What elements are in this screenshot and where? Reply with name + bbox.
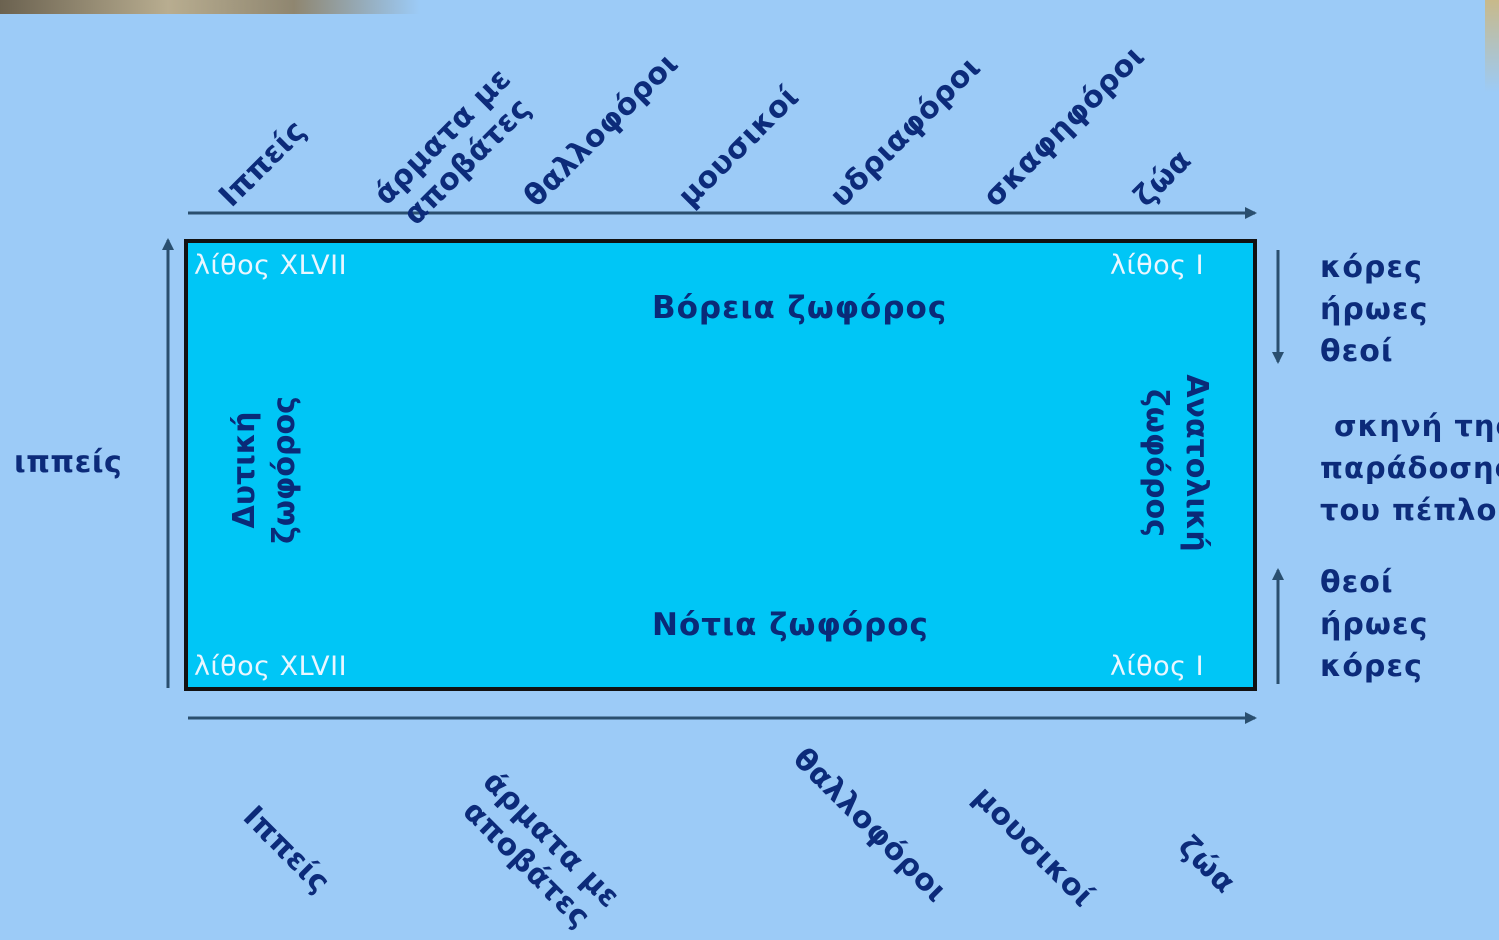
east-lower-item: κόρες [1320, 646, 1428, 688]
east-lower-item: ήρωες [1320, 604, 1428, 646]
east-center-text: σκηνή της παράδοσης του πέπλου [1320, 405, 1499, 531]
west-frieze-title-line: Δυτική [225, 396, 265, 544]
east-center-line: σκηνή της [1320, 405, 1499, 447]
east-center-line: παράδοσης [1320, 447, 1499, 489]
east-lower-item: θεοί [1320, 562, 1428, 604]
west-frieze-title: Δυτική ζωφόρος [225, 396, 305, 544]
stone-label-bottom-left: λίθος XLVII [194, 651, 347, 682]
east-center-line: του πέπλου [1320, 489, 1499, 531]
east-upper-item: θεοί [1320, 331, 1428, 373]
east-frieze-title-line: Ανατολική [1176, 374, 1216, 551]
east-upper-list: κόρες ήρωες θεοί [1320, 247, 1428, 373]
east-upper-item: ήρωες [1320, 289, 1428, 331]
south-frieze-title: Νότια ζωφόρος [652, 607, 929, 643]
east-frieze-title-line: ζωφόρος [1136, 374, 1176, 551]
east-upper-item: κόρες [1320, 247, 1428, 289]
north-frieze-title: Βόρεια ζωφόρος [652, 290, 947, 326]
east-lower-list: θεοί ήρωες κόρες [1320, 562, 1428, 688]
west-frieze-title-line: ζωφόρος [265, 396, 305, 544]
east-frieze-title: Ανατολική ζωφόρος [1136, 374, 1216, 551]
west-side-label: ιππείς [14, 446, 122, 481]
stone-label-top-left: λίθος XLVII [194, 250, 347, 281]
stone-label-bottom-right: λίθος Ι [1110, 651, 1204, 682]
stone-label-top-right: λίθος Ι [1110, 250, 1204, 281]
